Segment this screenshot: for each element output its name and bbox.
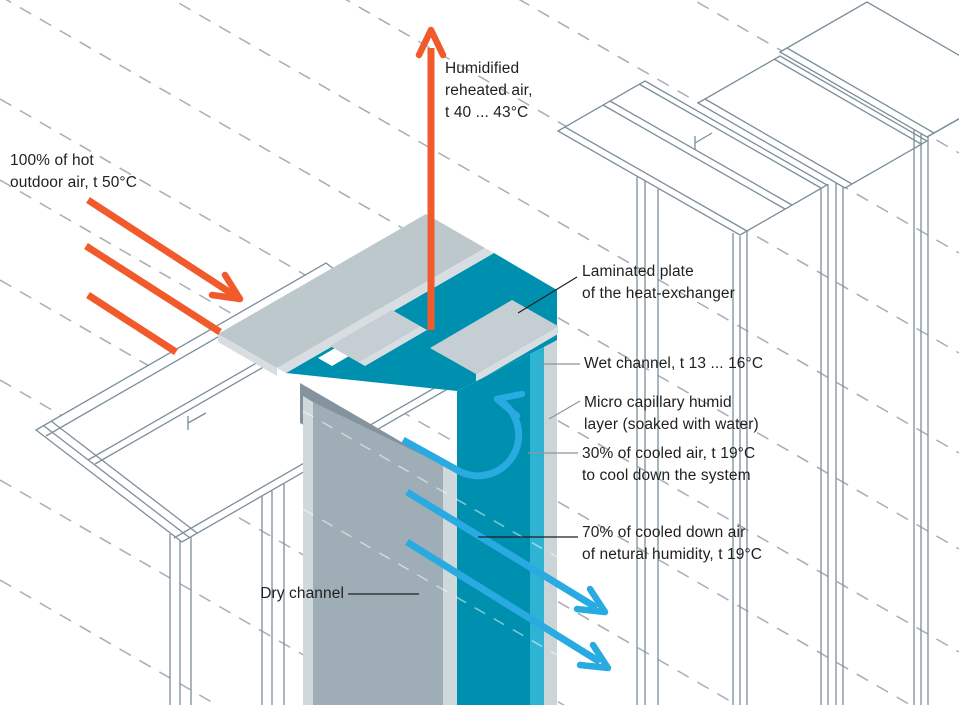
label-wet-channel: Wet channel, t 13 ... 16°C [584,355,764,372]
leader-micro-layer [548,400,581,420]
label-hot-air: 100% of hot outdoor air, t 50°C [10,152,138,191]
plate-edge-strip-right [443,465,457,705]
label-laminated-plate: Laminated plate of the heat-exchanger [582,263,735,302]
small-plate-bevel [358,326,427,366]
top-plate-bevel [277,248,494,373]
leader-lines [348,276,581,595]
recirculation-arrow-icon [401,390,526,480]
leader-laminated [517,276,578,314]
cooled-air-arrows-icon [405,489,612,672]
hot-air-arrows-icon [84,197,244,355]
small-plate [330,310,420,362]
laminated-plate-bevel [476,326,558,382]
top-plate-edge [218,334,277,376]
micro-capillary-stripe [530,347,544,705]
heat-exchanger-tower [218,214,558,705]
label-dry-channel: Dry channel [260,585,344,602]
right-wall-wireframe [556,1,959,705]
label-cooled-70: 70% of cooled down air of netural humidi… [582,524,763,563]
outer-plate-strip [544,340,557,705]
exhaust-arrow-icon [415,26,447,330]
dry-channel-face [313,402,443,705]
top-plate [218,214,485,368]
laminated-plate [430,300,558,374]
label-micro-layer: Micro capillary humid layer (soaked with… [584,394,759,433]
label-cooled-30: 30% of cooled air, t 19°C to cool down t… [582,445,756,484]
plate-edge-strip-left [303,396,313,705]
label-humidified-air: Humidified reheated air, t 40 ... 43°C [445,60,533,121]
wet-channel-face [457,354,530,705]
